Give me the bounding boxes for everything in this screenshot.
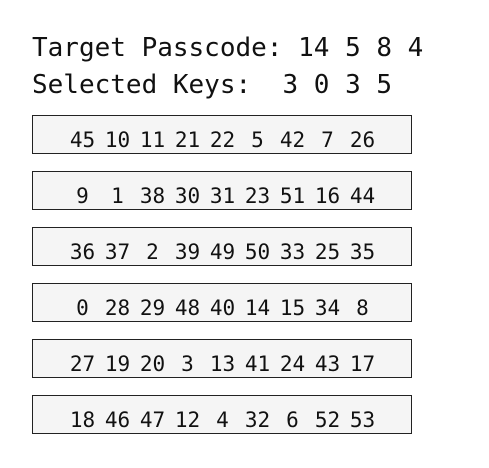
keypad-key[interactable]: 19 [104, 352, 131, 376]
keypad-key[interactable]: 47 [139, 408, 166, 432]
keypad-key[interactable]: 14 [244, 296, 271, 320]
keypad-key[interactable]: 45 [69, 128, 96, 152]
keypad-key[interactable]: 9 [76, 184, 89, 208]
keypad-row: 18 46 47 12 4 32 6 52 53 [32, 395, 412, 434]
keypad-key[interactable]: 17 [349, 352, 376, 376]
keypad-key[interactable]: 3 [181, 352, 194, 376]
keypad-key[interactable]: 13 [209, 352, 236, 376]
selected-keys-label: Selected Keys: [32, 70, 252, 100]
keypad-key[interactable]: 50 [244, 240, 271, 264]
keypad-key[interactable]: 0 [76, 296, 89, 320]
keypad-key[interactable]: 4 [216, 408, 229, 432]
keypad-key[interactable]: 6 [286, 408, 299, 432]
keypad-key[interactable]: 27 [69, 352, 96, 376]
keypad-key[interactable]: 41 [244, 352, 271, 376]
keypad-key[interactable]: 12 [174, 408, 201, 432]
selected-keys-value: 3 0 3 5 [282, 70, 393, 100]
keypad-row: 45 10 11 21 22 5 42 7 26 [32, 115, 412, 154]
keypad-key[interactable]: 29 [139, 296, 166, 320]
keypad-key[interactable]: 37 [104, 240, 131, 264]
keypad-key[interactable]: 30 [174, 184, 201, 208]
keypad-key[interactable]: 33 [279, 240, 306, 264]
keypad-key[interactable]: 38 [139, 184, 166, 208]
keypad-key[interactable]: 15 [279, 296, 306, 320]
keypad-row: 36 37 2 39 49 50 33 25 35 [32, 227, 412, 266]
selected-keys-line: Selected Keys: 3 0 3 5 [32, 70, 392, 100]
keypad-key[interactable]: 36 [69, 240, 96, 264]
keypad-key[interactable]: 28 [104, 296, 131, 320]
keypad-key[interactable]: 52 [314, 408, 341, 432]
target-passcode-label: Target Passcode: [32, 33, 283, 63]
keypad-key[interactable]: 40 [209, 296, 236, 320]
keypad-key[interactable]: 39 [174, 240, 201, 264]
keypad-key[interactable]: 23 [244, 184, 271, 208]
keypad-key[interactable]: 7 [321, 128, 334, 152]
keypad-key[interactable]: 25 [314, 240, 341, 264]
keypad-key[interactable]: 21 [174, 128, 201, 152]
keypad-key[interactable]: 53 [349, 408, 376, 432]
keypad-key[interactable]: 2 [146, 240, 159, 264]
keypad-key[interactable]: 5 [251, 128, 264, 152]
keypad-key[interactable]: 42 [279, 128, 306, 152]
keypad-key[interactable]: 24 [279, 352, 306, 376]
keypad-key[interactable]: 22 [209, 128, 236, 152]
target-passcode-value: 14 5 8 4 [298, 33, 424, 63]
keypad-key[interactable]: 10 [104, 128, 131, 152]
keypad-key[interactable]: 34 [314, 296, 341, 320]
keypad-key[interactable]: 51 [279, 184, 306, 208]
keypad-key[interactable]: 48 [174, 296, 201, 320]
keypad-key[interactable]: 20 [139, 352, 166, 376]
keypad-key[interactable]: 16 [314, 184, 341, 208]
keypad-row: 27 19 20 3 13 41 24 43 17 [32, 339, 412, 378]
keypad-key[interactable]: 46 [104, 408, 131, 432]
keypad-key[interactable]: 43 [314, 352, 341, 376]
keypad-key[interactable]: 18 [69, 408, 96, 432]
keypad-key[interactable]: 26 [349, 128, 376, 152]
keypad-key[interactable]: 1 [111, 184, 124, 208]
keypad-key[interactable]: 31 [209, 184, 236, 208]
keypad-row: 0 28 29 48 40 14 15 34 8 [32, 283, 412, 322]
keypad-key[interactable]: 32 [244, 408, 271, 432]
keypad-key[interactable]: 8 [356, 296, 369, 320]
keypad-key[interactable]: 35 [349, 240, 376, 264]
target-passcode-line: Target Passcode: 14 5 8 4 [32, 33, 423, 63]
keypad-key[interactable]: 49 [209, 240, 236, 264]
keypad-key[interactable]: 44 [349, 184, 376, 208]
keypad-key[interactable]: 11 [139, 128, 166, 152]
